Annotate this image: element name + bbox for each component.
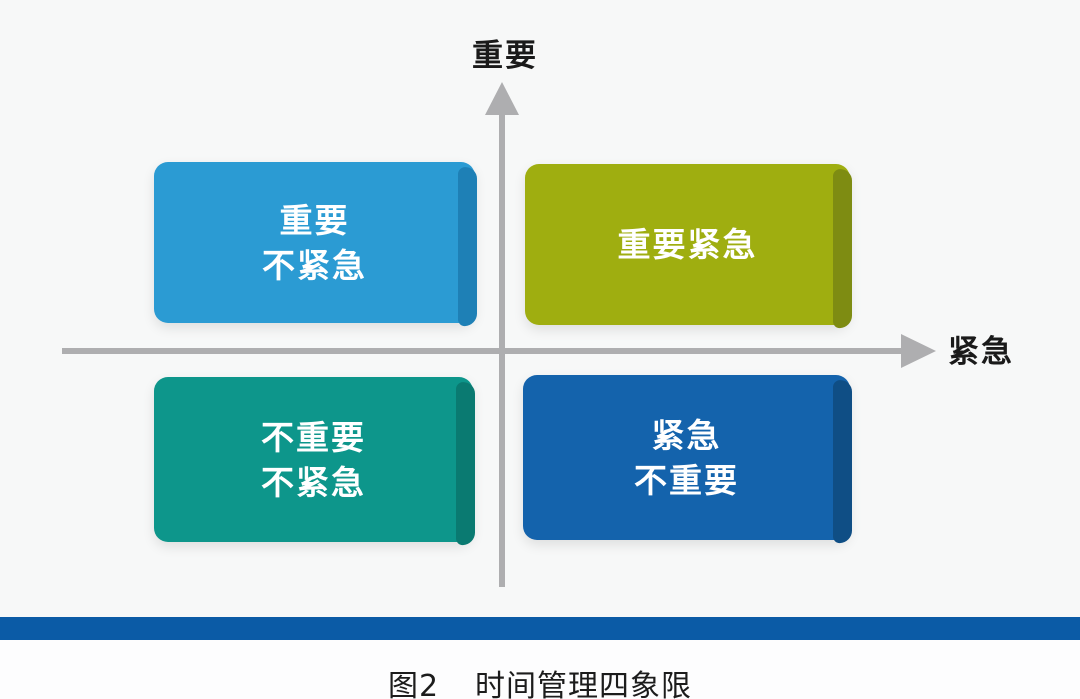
quadrant-important-not-urgent: 重要 不紧急 (154, 162, 477, 327)
quadrant-not-important-not-urgent: 不重要 不紧急 (154, 377, 475, 546)
quadrant-label-line: 重要紧急 (617, 225, 758, 264)
caption-area (0, 640, 1080, 699)
quadrant-label-line: 不重要 (261, 417, 366, 457)
quadrant-important-urgent: 重要紧急 (525, 164, 852, 329)
figure-caption: 图2 时间管理四象限 (0, 661, 1080, 699)
quadrant-3d-edge (458, 166, 477, 327)
right-arrow-icon (901, 334, 936, 368)
quadrant-3d-edge (833, 168, 852, 329)
quadrant-label-line: 重要 (279, 200, 350, 240)
quadrant-label-line: 不紧急 (261, 462, 366, 502)
quadrant-label-line: 不紧急 (262, 245, 367, 285)
importance-axis-label: 重要 (472, 38, 538, 74)
quadrant-label-line: 紧急 (651, 415, 722, 455)
urgency-axis-label: 紧急 (948, 334, 1014, 370)
quadrant-3d-edge (456, 381, 475, 546)
quadrant-label-line: 不重要 (634, 460, 739, 500)
figure-title: 时间管理四象限 (475, 669, 693, 699)
urgency-axis-line (62, 348, 902, 354)
quadrant-3d-edge (833, 379, 852, 544)
divider-bar (0, 617, 1080, 640)
figure-number: 图2 (387, 669, 440, 699)
quadrant-urgent-not-important: 紧急 不重要 (523, 375, 852, 544)
up-arrow-icon (485, 82, 519, 115)
